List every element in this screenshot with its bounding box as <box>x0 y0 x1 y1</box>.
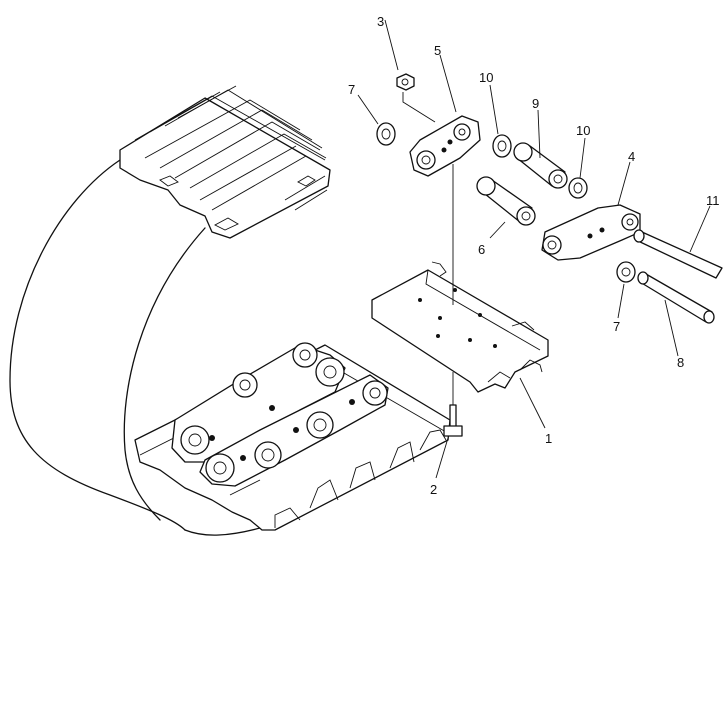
bolt-part-2 <box>443 372 463 437</box>
seal-part-7-lower <box>616 261 636 283</box>
callout-10-right: 10 <box>576 123 590 138</box>
bushing-part-6 <box>476 176 536 226</box>
callout-6: 6 <box>478 242 485 257</box>
callout-4: 4 <box>628 149 635 164</box>
link-part-4 <box>541 204 641 261</box>
bushing-part-9 <box>513 142 568 189</box>
pin-part-8 <box>637 271 715 324</box>
callout-5: 5 <box>434 43 441 58</box>
upper-track-shoes <box>119 85 331 239</box>
callout-8: 8 <box>677 355 684 370</box>
spacer-part-10-right <box>568 177 588 199</box>
callout-2: 2 <box>430 482 437 497</box>
callout-7-lower: 7 <box>613 319 620 334</box>
nut-part-3 <box>396 73 436 123</box>
callout-labels: 1 2 3 4 5 6 7 7 8 9 10 10 11 <box>348 14 720 497</box>
leader-lines <box>357 19 711 479</box>
pin-part-11 <box>633 229 723 279</box>
callout-7-upper: 7 <box>348 82 355 97</box>
spacer-part-10-left <box>492 134 512 158</box>
callout-9: 9 <box>532 96 539 111</box>
link-part-5 <box>409 115 481 305</box>
track-loop-outline <box>9 159 261 536</box>
callout-11: 11 <box>706 193 720 208</box>
callout-1: 1 <box>545 431 552 446</box>
callout-10-left: 10 <box>479 70 493 85</box>
seal-part-7-upper <box>376 122 396 146</box>
lower-track-assembly <box>134 342 451 531</box>
callout-3: 3 <box>377 14 384 29</box>
track-shoe-part-1 <box>371 261 549 393</box>
